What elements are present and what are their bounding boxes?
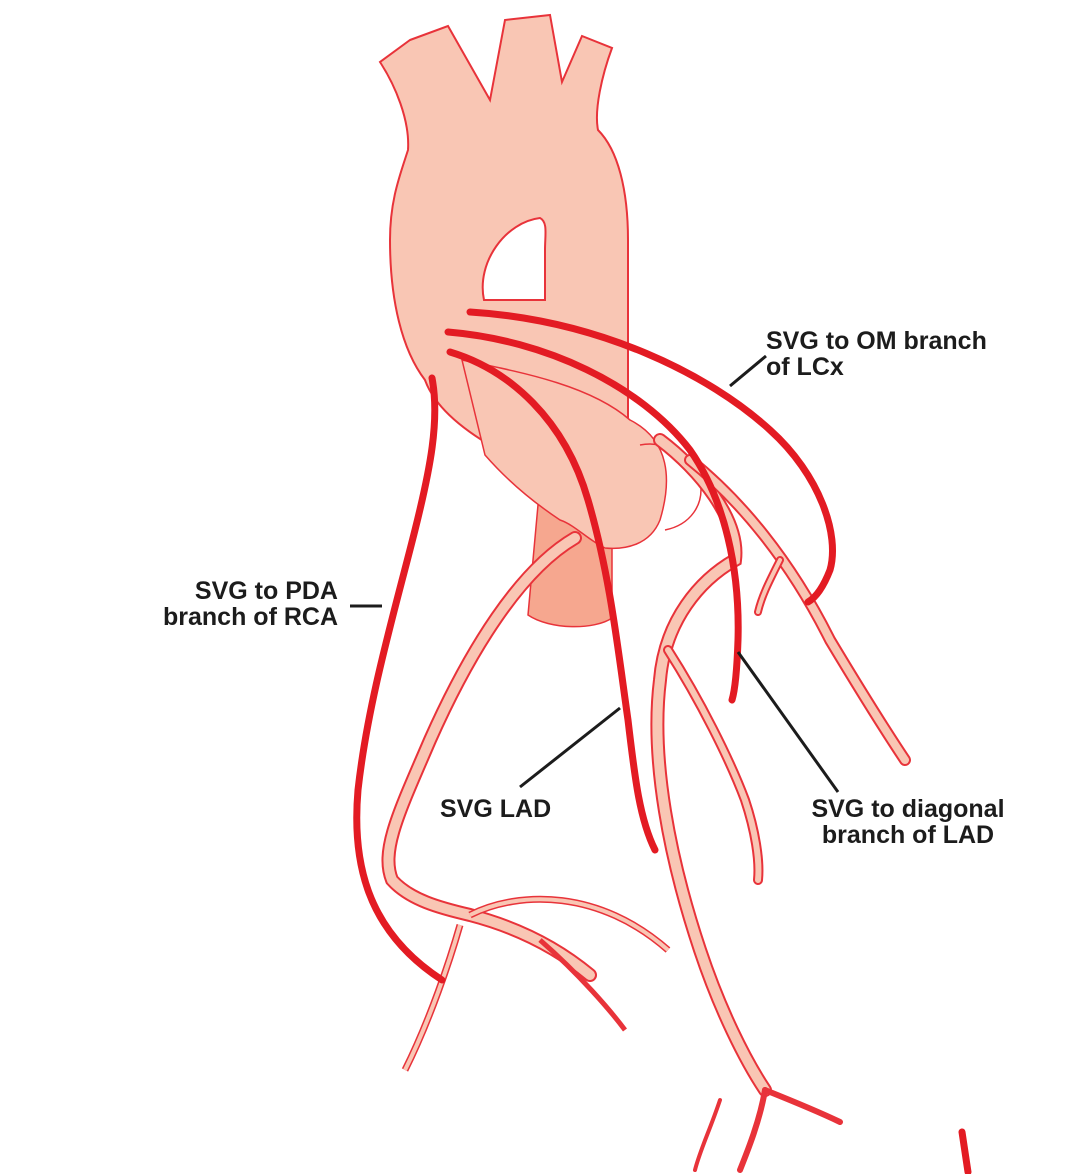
svg-to-pda-graft bbox=[353, 374, 446, 984]
leader-lad bbox=[519, 706, 621, 789]
lad-main-fill bbox=[652, 435, 770, 1095]
rca-branch-tip bbox=[538, 938, 627, 1032]
leader-om bbox=[729, 354, 767, 388]
label-svg-to-om: SVG to OM branch of LCx bbox=[766, 328, 987, 380]
stray-graft-mark bbox=[958, 1128, 972, 1174]
rca-main-fill bbox=[383, 533, 595, 980]
leader-diagonal bbox=[736, 651, 840, 793]
rca-branch-pd-fill bbox=[403, 924, 462, 1071]
circumflex-branch-fill bbox=[686, 456, 909, 764]
label-svg-to-pda: SVG to PDA branch of RCA bbox=[130, 578, 338, 630]
label-svg-to-diagonal: SVG to diagonal branch of LAD bbox=[790, 796, 1026, 848]
lad-terminal-a bbox=[737, 1087, 768, 1173]
lad-terminal-b bbox=[762, 1087, 843, 1125]
label-pda-line2: branch of RCA bbox=[163, 603, 338, 631]
left-coronary-artery bbox=[650, 433, 911, 1173]
leader-lines bbox=[350, 354, 840, 793]
label-lad-line1: SVG LAD bbox=[440, 795, 552, 823]
label-pda-line1: SVG to PDA bbox=[194, 577, 338, 605]
heart-body bbox=[460, 359, 668, 550]
svg-to-diagonal-graft bbox=[444, 328, 742, 704]
label-om-line1: SVG to OM branch bbox=[766, 327, 987, 355]
label-diag-line2: branch of LAD bbox=[821, 821, 995, 849]
label-svg-lad: SVG LAD bbox=[440, 796, 551, 822]
rca-branch-lat-fill bbox=[469, 897, 670, 952]
diagonal-branch-fill bbox=[665, 647, 762, 883]
svg-to-om-graft bbox=[466, 308, 836, 606]
om-small-branch-fill bbox=[756, 558, 782, 614]
lad-terminal-c bbox=[693, 1098, 722, 1172]
svg-lad-graft bbox=[446, 348, 659, 854]
label-om-line2: of LCx bbox=[766, 353, 844, 381]
right-coronary-artery bbox=[381, 531, 671, 1072]
label-diag-line1: SVG to diagonal bbox=[811, 795, 1005, 823]
vein-grafts bbox=[353, 308, 972, 1174]
diagonal-branch bbox=[663, 645, 764, 885]
